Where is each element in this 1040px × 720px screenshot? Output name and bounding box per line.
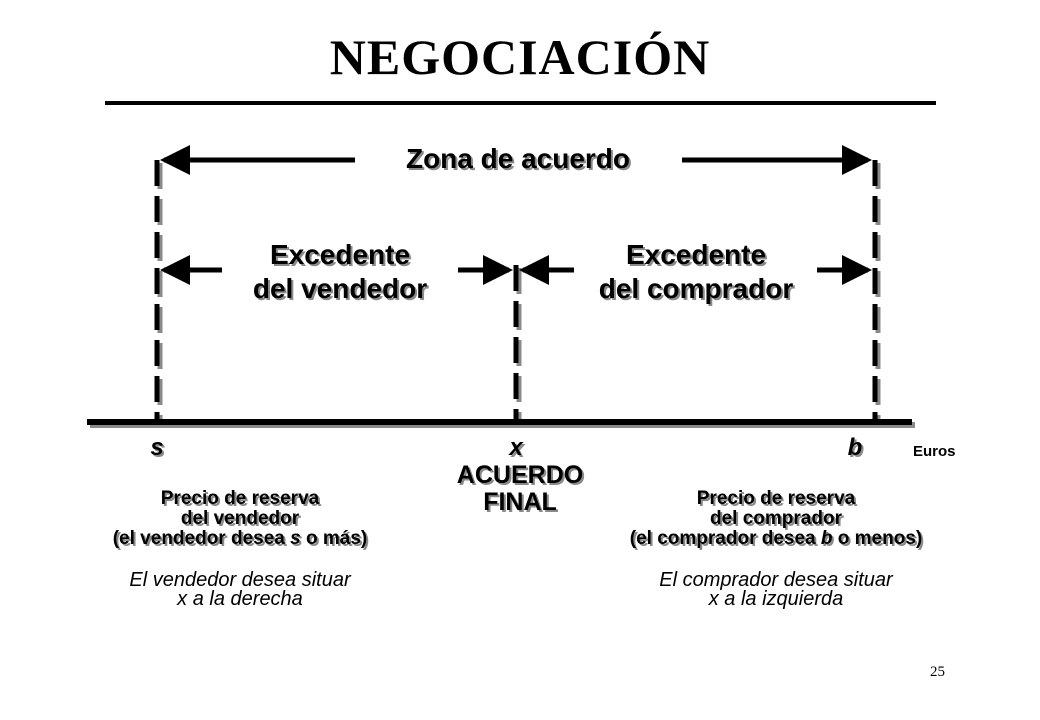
seller-reserve-line3: (el vendedor desea s o más) — [112, 528, 368, 549]
axis-unit-label: Euros — [913, 443, 956, 460]
buyer-reserve-line2: del comprador — [710, 508, 842, 529]
buyer-surplus-label: Excedente del comprador — [572, 238, 820, 306]
axis-label-s: s — [150, 434, 164, 461]
title-underline — [105, 101, 936, 105]
buyer-wish-line1: El comprador desea situar — [659, 569, 893, 591]
buyer-reserve-line1: Precio de reserva — [696, 488, 856, 509]
seller-wish-line2: x a la derecha — [177, 588, 303, 610]
buyer-surplus-line1: Excedente — [625, 239, 767, 270]
final-agreement-line1: ACUERDO — [456, 461, 584, 489]
axis-label-x: x — [509, 434, 523, 461]
axis-label-b: b — [847, 434, 863, 461]
seller-reserve-line1: Precio de reserva — [160, 488, 320, 509]
seller-wish-line1: El vendedor desea situar — [129, 569, 351, 591]
zone-of-agreement-label: Zona de acuerdo — [405, 143, 631, 174]
seller-reserve-var: s — [290, 528, 301, 549]
page-number: 25 — [930, 664, 945, 680]
seller-wish-text: El vendedor desea situar x a la derecha — [60, 569, 420, 610]
buyer-surplus-line2: del comprador — [598, 273, 794, 304]
buyer-wish-text: El comprador desea situar x a la izquier… — [576, 569, 976, 610]
seller-surplus-label: Excedente del vendedor — [220, 238, 460, 306]
final-agreement-line2: FINAL — [483, 488, 557, 516]
seller-reserve-text: Precio de reserva del vendedor (el vende… — [60, 489, 420, 549]
final-agreement-label: ACUERDO FINAL — [430, 462, 610, 516]
page-title: NEGOCIACIÓN — [329, 29, 711, 85]
seller-reserve-line2: del vendedor — [180, 508, 300, 529]
buyer-reserve-var: b — [820, 528, 833, 549]
seller-surplus-line1: Excedente — [269, 239, 411, 270]
seller-surplus-line2: del vendedor — [252, 273, 428, 304]
buyer-wish-line2: x a la izquierda — [708, 588, 844, 610]
buyer-reserve-line3: (el comprador desea b o menos) — [629, 528, 923, 549]
buyer-reserve-text: Precio de reserva del comprador (el comp… — [576, 489, 976, 549]
